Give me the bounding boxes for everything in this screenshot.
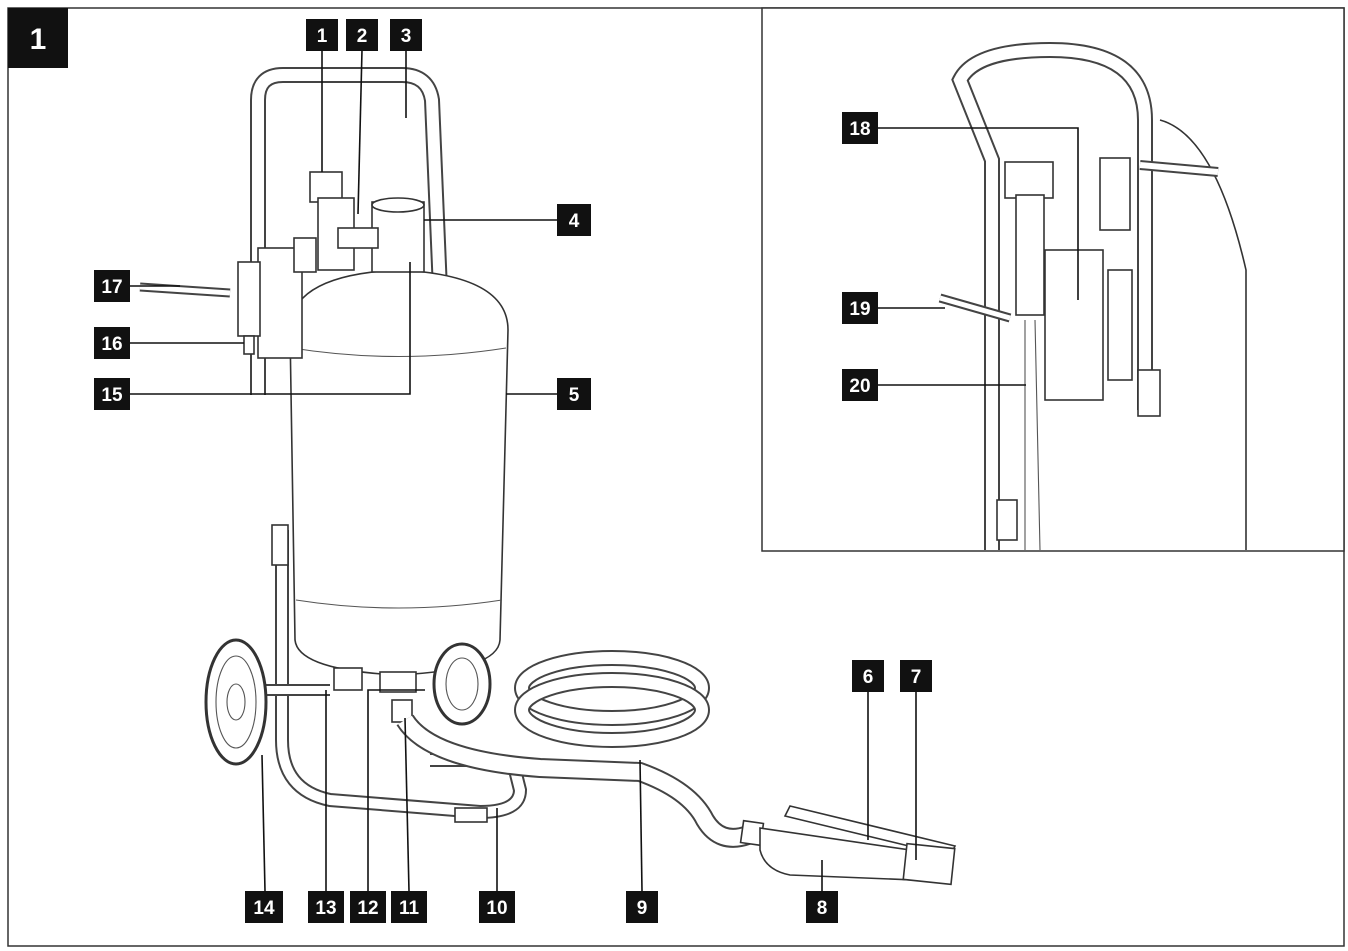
- figure-number: 1: [30, 23, 47, 56]
- callout-19: 19: [842, 292, 878, 324]
- hose: [396, 650, 752, 848]
- callout-9-text: 9: [637, 898, 648, 919]
- callout-labels: 1 2 3 4 5 6 7 8 9 10 11 12 13 14 15: [94, 19, 932, 923]
- callout-2-text: 2: [357, 26, 368, 47]
- callout-12-text: 12: [357, 898, 378, 919]
- callout-16: 16: [94, 327, 130, 359]
- leader-15: [128, 262, 411, 395]
- inset-detail: [938, 41, 1247, 551]
- callout-19-text: 19: [849, 299, 870, 320]
- callout-17: 17: [94, 270, 130, 302]
- callout-3: 3: [390, 19, 422, 51]
- callout-18: 18: [842, 112, 878, 144]
- callout-17-text: 17: [101, 277, 122, 298]
- callout-10-text: 10: [486, 898, 507, 919]
- callout-4-text: 4: [569, 211, 580, 232]
- callout-15: 15: [94, 378, 130, 410]
- leader-18: [878, 127, 1079, 300]
- wheel: [204, 638, 492, 766]
- leader-11: [404, 717, 410, 892]
- leader-12: [367, 689, 425, 891]
- callout-2: 2: [346, 19, 378, 51]
- callout-18-text: 18: [849, 119, 870, 140]
- callout-7-text: 7: [911, 667, 922, 688]
- callout-15-text: 15: [101, 385, 123, 406]
- callout-6-text: 6: [863, 667, 874, 688]
- figure-number-badge: 1: [8, 8, 68, 68]
- callout-4: 4: [557, 204, 591, 236]
- callout-20: 20: [842, 369, 878, 401]
- callout-10: 10: [479, 891, 515, 923]
- callout-5-text: 5: [569, 385, 580, 406]
- callout-11: 11: [391, 891, 427, 923]
- callout-14: 14: [245, 891, 283, 923]
- callout-9: 9: [626, 891, 658, 923]
- callout-8-text: 8: [817, 898, 828, 919]
- callout-6: 6: [852, 660, 884, 692]
- callout-7: 7: [900, 660, 932, 692]
- callout-12: 12: [350, 891, 386, 923]
- pump-assembly: [139, 171, 379, 359]
- callout-5: 5: [557, 378, 591, 410]
- leader-9: [639, 759, 643, 892]
- leader-2: [357, 49, 363, 215]
- dispensing-nozzle: [739, 805, 957, 886]
- callout-1-text: 1: [317, 26, 328, 47]
- leader-14: [261, 754, 266, 892]
- tank: [289, 197, 509, 676]
- callout-13-text: 13: [315, 898, 336, 919]
- callout-1: 1: [306, 19, 338, 51]
- callout-11-text: 11: [399, 898, 420, 919]
- callout-3-text: 3: [401, 26, 412, 47]
- callout-16-text: 16: [101, 334, 122, 355]
- outlet-valve: [333, 667, 417, 723]
- callout-20-text: 20: [849, 376, 870, 397]
- callout-8: 8: [806, 891, 838, 923]
- callout-13: 13: [308, 891, 344, 923]
- leader-lines: [128, 49, 1079, 892]
- callout-14-text: 14: [253, 898, 275, 919]
